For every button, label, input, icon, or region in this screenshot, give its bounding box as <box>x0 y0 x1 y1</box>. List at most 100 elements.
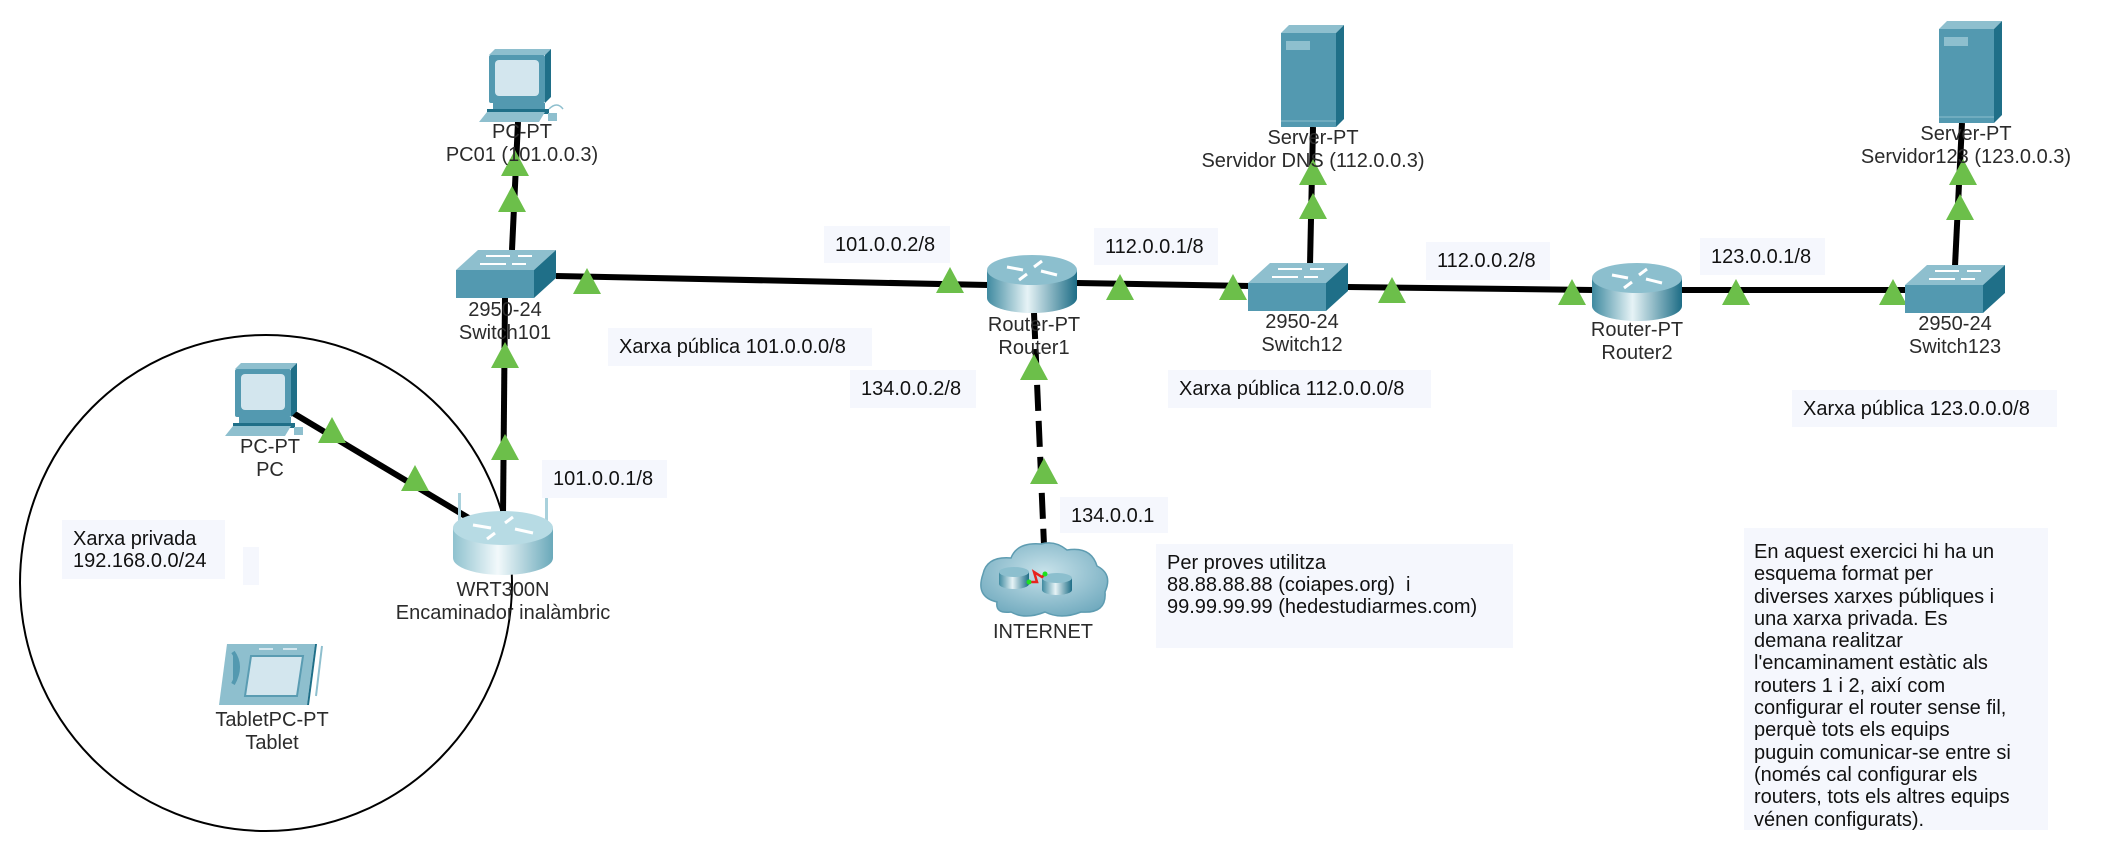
link-router1-switch12[interactable] <box>1076 280 1251 289</box>
switch123-model: 2950-24 <box>1918 313 1992 335</box>
pc01-label: PC-PT PC01 (101.0.0.3) <box>446 121 598 167</box>
switch12-device[interactable] <box>1248 263 1348 311</box>
wrt-label: WRT300N Encaminador inalàmbric <box>396 579 611 625</box>
pc-device[interactable] <box>225 363 303 436</box>
server-icon <box>1939 21 2002 123</box>
tablet-model: TabletPC-PT <box>215 709 329 731</box>
switch-icon <box>456 250 556 298</box>
note-network-101[interactable]: Xarxa pública 101.0.0.0/8 <box>608 328 872 366</box>
wrt-name: Encaminador inalàmbric <box>395 602 611 624</box>
port-status-indicator <box>1879 279 1907 305</box>
router1-label: Router-PT Router1 <box>988 314 1080 360</box>
port-status-indicator <box>1946 194 1974 220</box>
note-ip-wrt[interactable]: 101.0.0.1/8 <box>542 460 667 498</box>
port-status-indicator <box>1299 159 1327 185</box>
note-ip-internet[interactable]: 134.0.0.1 <box>1060 497 1168 533</box>
links <box>291 121 1965 546</box>
server-dns-device[interactable] <box>1281 25 1344 127</box>
note-tests[interactable]: Per proves utilitza 88.88.88.88 (coiapes… <box>1156 544 1513 648</box>
tablet-label: TabletPC-PT Tablet <box>215 709 328 755</box>
link-switch123-server123[interactable] <box>1952 122 1965 267</box>
port-status-indicator <box>401 465 429 491</box>
pc-icon <box>225 363 303 436</box>
link-switch101-wrt[interactable] <box>500 297 508 516</box>
switch123-name: Switch123 <box>1908 336 2002 358</box>
port-status-indicator <box>1558 279 1586 305</box>
router2-label: Router-PT Router2 <box>1591 319 1683 365</box>
internet-label: INTERNET <box>993 621 1093 644</box>
switch101-name: Switch101 <box>458 322 552 344</box>
server-dns-model: Server-PT <box>1267 127 1359 149</box>
link-pc-wrt[interactable] <box>291 410 474 523</box>
port-status-indicator <box>491 434 519 460</box>
switch123-label: 2950-24 Switch123 <box>1909 313 2001 359</box>
note-private-network[interactable]: Xarxa privada 192.168.0.0/24 <box>62 520 225 579</box>
port-status-indicator <box>1378 277 1406 303</box>
link-switch12-router2[interactable] <box>1347 284 1594 293</box>
router-icon <box>1592 263 1682 321</box>
note-ip-router1-112[interactable]: 112.0.0.1/8 <box>1094 228 1218 265</box>
server123-device[interactable] <box>1939 21 2002 123</box>
router1-name: Router1 <box>998 337 1070 359</box>
router2-device[interactable] <box>1592 263 1682 321</box>
switch12-label: 2950-24 Switch12 <box>1261 311 1342 357</box>
private-network-boundary <box>19 334 513 832</box>
switch12-name: Switch12 <box>1261 334 1343 356</box>
cloud-icon <box>980 542 1109 617</box>
router-icon <box>1042 573 1072 595</box>
port-status-indicator <box>1106 274 1134 300</box>
switch101-label: 2950-24 Switch101 <box>459 299 551 345</box>
switch101-device[interactable] <box>456 250 556 298</box>
port-status-indicator <box>491 342 519 368</box>
note-network-112[interactable]: Xarxa pública 112.0.0.0/8 <box>1168 370 1431 408</box>
wireless-router-icon <box>453 493 553 575</box>
switch101-model: 2950-24 <box>468 299 542 321</box>
note-ip-router2-123[interactable]: 123.0.0.1/8 <box>1700 238 1825 275</box>
note-instructions[interactable]: En aquest exercici hi ha un esquema form… <box>1744 528 2048 831</box>
server123-name: Servidor123 (123.0.0.3) <box>1860 146 2072 168</box>
router2-name: Router2 <box>1601 342 1673 364</box>
router-icon <box>987 255 1077 313</box>
port-status-indicator <box>498 186 526 212</box>
note-network-123[interactable]: Xarxa pública 123.0.0.0/8 <box>1792 390 2057 427</box>
port-status-indicator <box>1030 458 1058 484</box>
port-status-indicator <box>1219 274 1247 300</box>
pc-model: PC-PT <box>240 436 300 458</box>
port-status-indicator <box>501 150 529 176</box>
note-ip-router2-112[interactable]: 112.0.0.2/8 <box>1426 242 1550 280</box>
router-icon <box>999 567 1029 589</box>
note-ip-router1-101[interactable]: 101.0.0.2/8 <box>824 226 950 263</box>
internet-device[interactable] <box>980 542 1109 617</box>
tablet-device[interactable] <box>219 644 323 705</box>
wrt-device[interactable] <box>453 493 553 575</box>
server-icon <box>1281 25 1344 127</box>
link-router1-internet[interactable] <box>1031 312 1047 546</box>
serial-link-icon <box>1029 569 1046 584</box>
router1-model: Router-PT <box>987 314 1081 336</box>
switch12-model: 2950-24 <box>1265 311 1339 333</box>
port-status-indicator <box>1020 354 1048 380</box>
port-status-indicator <box>573 268 601 294</box>
port-status-indicator <box>1949 159 1977 185</box>
pc01-device[interactable] <box>479 49 564 122</box>
tablet-icon <box>219 644 323 705</box>
router1-device[interactable] <box>987 255 1077 313</box>
server-dns-name: Servidor DNS (112.0.0.3) <box>1201 150 1425 172</box>
note-empty[interactable] <box>243 547 259 585</box>
switch-icon <box>1248 263 1348 311</box>
tablet-name: Tablet <box>245 732 299 754</box>
note-ip-router1-134[interactable]: 134.0.0.2/8 <box>850 370 976 408</box>
pc01-model: PC-PT <box>491 121 552 143</box>
server123-label: Server-PT Servidor123 (123.0.0.3) <box>1861 123 2071 169</box>
pc-icon <box>479 49 564 122</box>
pc-name: PC <box>256 459 284 481</box>
port-status-indicator <box>1299 193 1327 219</box>
wrt-model: WRT300N <box>456 579 550 601</box>
switch123-device[interactable] <box>1905 265 2005 313</box>
link-switch101-router1[interactable] <box>555 273 989 288</box>
router2-model: Router-PT <box>1590 319 1684 341</box>
link-pc01-switch101[interactable] <box>509 121 521 251</box>
port-status-indicator <box>1722 279 1750 305</box>
pc01-name: PC01 (101.0.0.3) <box>445 144 599 166</box>
